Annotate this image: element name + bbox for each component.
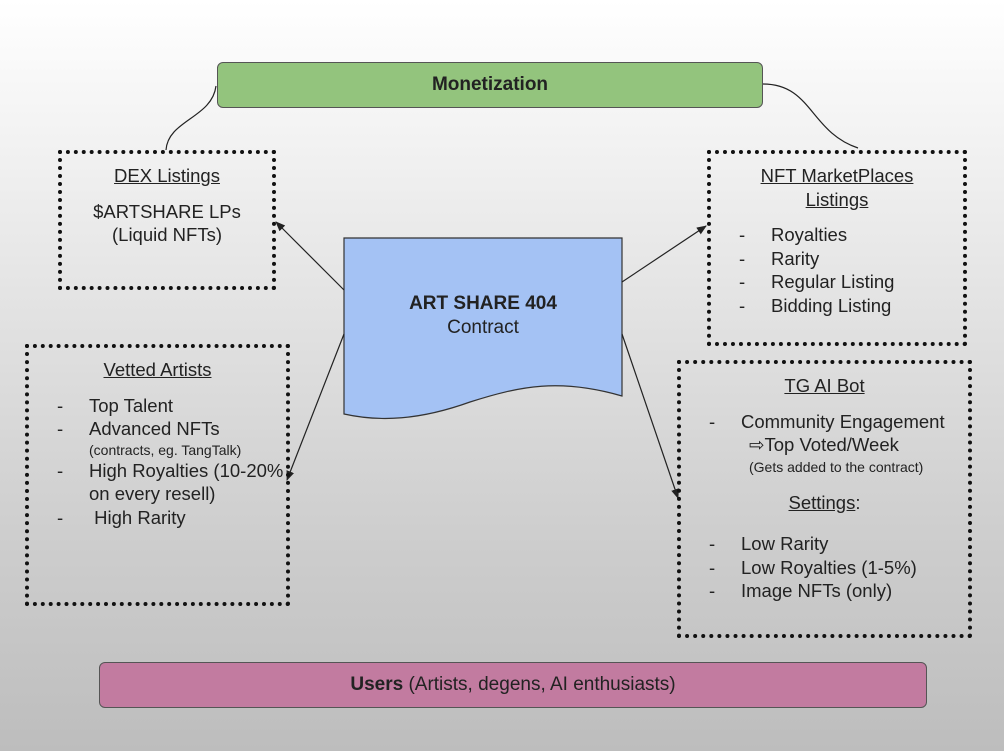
arrow-to-tg-ai-bot — [621, 333, 679, 499]
nft-marketplaces-box: NFT MarketPlaces Listings - Royalties - Ra… — [707, 150, 967, 346]
tg-top-voted: ⇨Top Voted/Week — [749, 434, 899, 455]
nft-to-monetization-connector — [762, 83, 859, 149]
list-item: - Top Talent — [29, 394, 286, 418]
nft-title-line2: Listings — [805, 188, 869, 210]
dex-line-lps: $ARTSHARE LPs — [93, 200, 241, 222]
dash-bullet: - — [57, 459, 64, 481]
tg-settings-label: Settings — [788, 491, 856, 513]
tg-ai-bot-title: TG AI Bot — [784, 375, 865, 396]
list-item: - Rarity — [711, 247, 963, 271]
list-item: - Low Royalties (1-5%) — [681, 556, 968, 580]
nft-item-regular-listing: Regular Listing — [771, 271, 895, 292]
contract-label: ART SHARE 404 Contract — [344, 292, 622, 340]
vetted-item-high-rarity: High Rarity — [89, 506, 186, 528]
dash-bullet: - — [709, 410, 716, 432]
dash-bullet: - — [709, 533, 716, 554]
dash-bullet: - — [709, 556, 716, 578]
nft-title-line1: NFT MarketPlaces — [760, 165, 914, 186]
tg-item-low-royalties: Low Royalties (1-5%) — [741, 556, 917, 578]
vetted-item-high-royalties: High Royalties (10-20% on every resell) — [89, 459, 284, 505]
nft-item-royalties: Royalties — [771, 224, 848, 245]
dash-bullet: - — [739, 271, 746, 292]
dash-bullet: - — [57, 506, 64, 528]
dex-to-monetization-connector — [165, 85, 217, 151]
tg-item-low-rarity: Low Rarity — [741, 533, 829, 554]
list-item: - High Royalties (10-20% on every resell) — [29, 459, 286, 506]
tg-engagement-list: - Community Engagement — [681, 410, 968, 434]
list-item: - Royalties — [711, 223, 963, 247]
list-item: - Community Engagement — [681, 410, 968, 434]
dash-bullet: - — [739, 224, 746, 245]
arrow-to-nft-marketplaces — [621, 225, 707, 283]
users-bar: Users (Artists, degens, AI enthusiasts) — [99, 662, 927, 708]
vetted-artists-list: - Top Talent - Advanced NFTs (contracts, eg… — [29, 394, 286, 530]
monetization-bar: Monetization — [217, 62, 763, 108]
arrow-to-dex-listings — [275, 221, 345, 291]
list-item: - Low Rarity — [681, 532, 968, 556]
dash-bullet: - — [739, 294, 746, 316]
dex-line-liquid-nfts: (Liquid NFTs) — [112, 224, 222, 245]
nft-features-list: - Royalties - Rarity - Regular Listing - Bid… — [711, 223, 963, 317]
nft-marketplaces-title: NFT MarketPlaces Listings — [711, 164, 963, 211]
contract-title: ART SHARE 404 — [409, 293, 557, 314]
tg-settings-heading: Settings: — [681, 491, 968, 515]
dash-bullet: - — [57, 394, 64, 416]
users-label-rest: (Artists, degens, AI enthusiasts) — [403, 674, 676, 695]
list-item: - Bidding Listing — [711, 294, 963, 318]
tg-community-engagement: Community Engagement — [741, 410, 945, 432]
vetted-artists-box: Vetted Artists - Top Talent - Advanced NFT… — [25, 344, 290, 606]
dash-bullet: - — [57, 418, 64, 439]
monetization-label: Monetization — [431, 74, 549, 95]
vetted-item-advanced-nfts: Advanced NFTs — [89, 418, 220, 439]
vetted-artists-title: Vetted Artists — [103, 359, 212, 380]
list-item: - High Rarity — [29, 506, 286, 530]
list-item: - Advanced NFTs (contracts, eg. TangTalk) — [29, 417, 286, 459]
list-item: - Regular Listing — [711, 270, 963, 294]
list-item: - Image NFTs (only) — [681, 579, 968, 603]
nft-item-bidding-listing: Bidding Listing — [771, 294, 892, 316]
users-label-bold: Users — [350, 674, 404, 695]
vetted-item-advanced-note: (contracts, eg. TangTalk) — [89, 441, 242, 458]
tg-ai-bot-box: TG AI Bot - Community Engagement ⇨Top Vot… — [677, 360, 972, 638]
tg-settings-colon: : — [855, 491, 861, 513]
tg-settings-list: - Low Rarity - Low Royalties (1-5%) - Image… — [681, 532, 968, 603]
tg-added-note: (Gets added to the contract) — [749, 458, 924, 475]
nft-item-rarity: Rarity — [771, 247, 820, 269]
arrow-to-vetted-artists — [286, 333, 345, 481]
dash-bullet: - — [739, 247, 746, 269]
dex-listings-box: DEX Listings $ARTSHARE LPs (Liquid NFTs) — [58, 150, 276, 290]
dex-listings-title: DEX Listings — [114, 165, 220, 186]
dash-bullet: - — [709, 580, 716, 601]
contract-subtitle: Contract — [447, 317, 519, 338]
tg-item-image-nfts: Image NFTs (only) — [741, 580, 893, 601]
vetted-item-top-talent: Top Talent — [89, 394, 173, 416]
